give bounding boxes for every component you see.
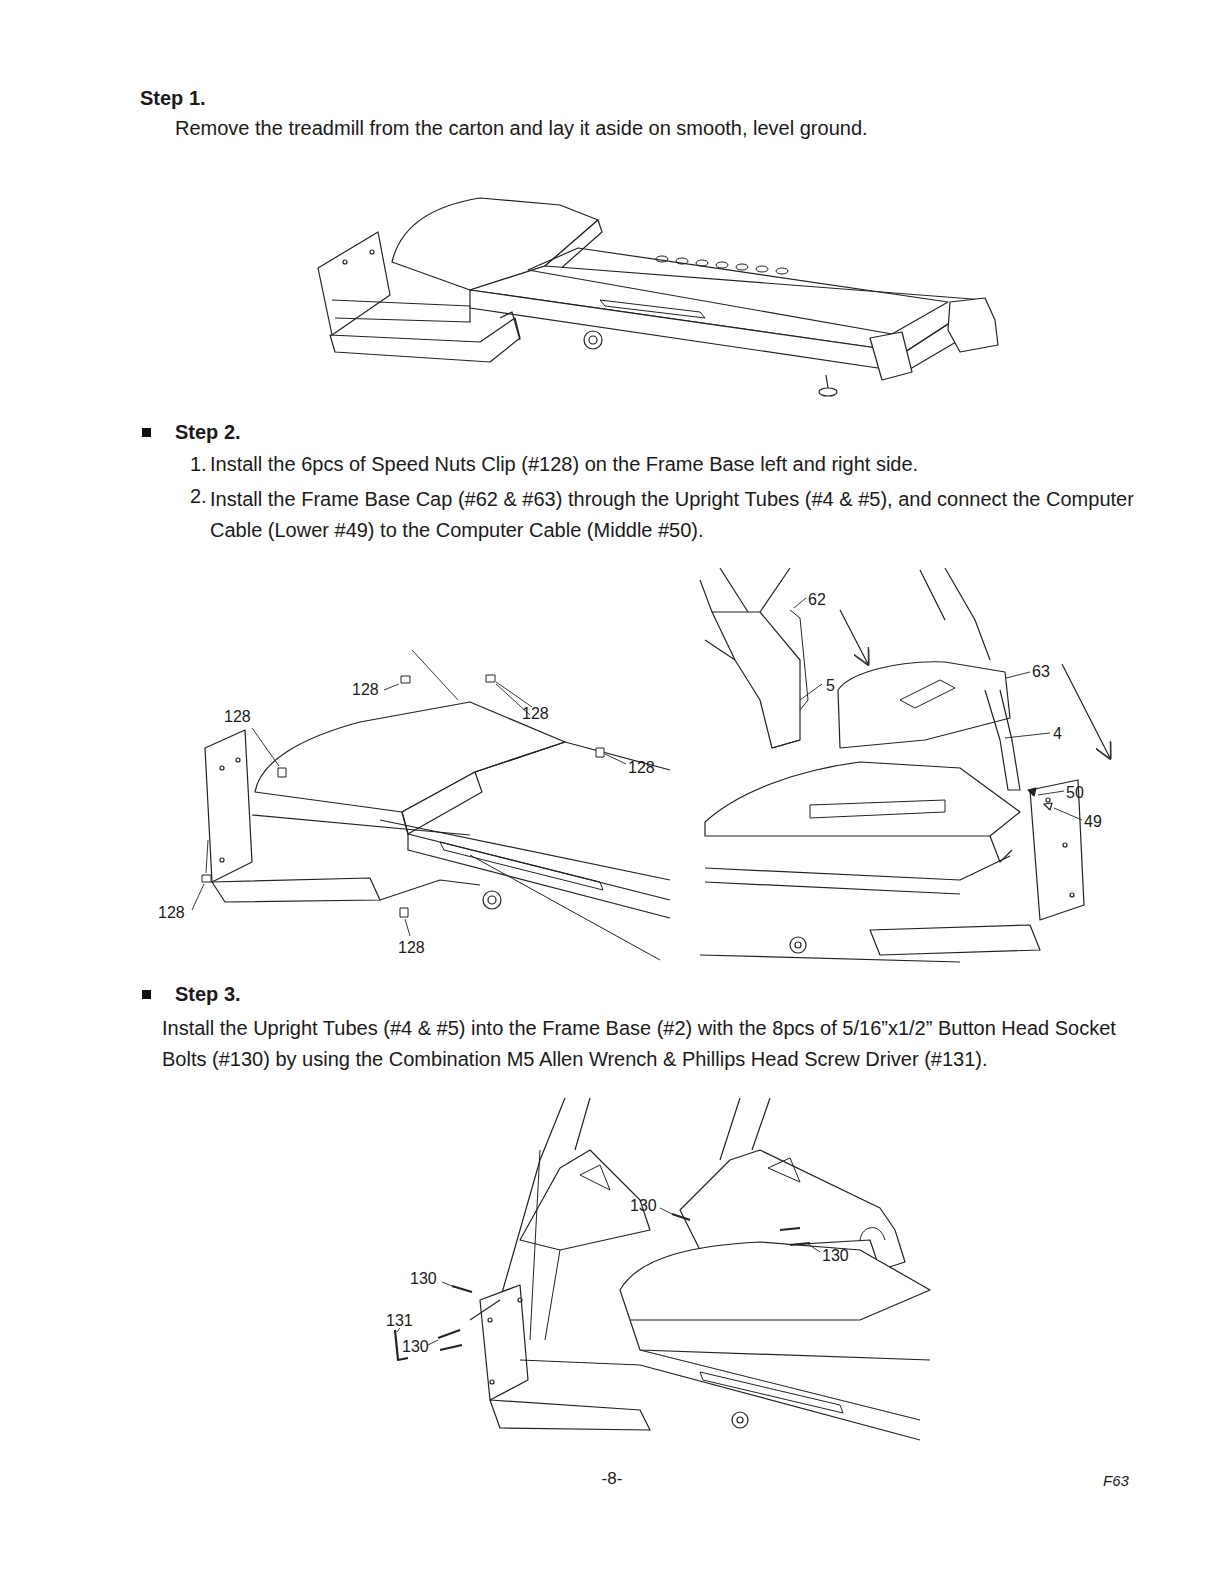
callout-number: 130 [410, 1269, 437, 1288]
callout-number: 4 [1053, 724, 1062, 743]
callout-number: 128 [628, 758, 655, 777]
callout-number: 49 [1084, 812, 1102, 831]
callout-number: 128 [158, 903, 185, 922]
instruction-text: Install the Upright Tubes (#4 & #5) into… [162, 1013, 1157, 1075]
callout-number: 131 [386, 1311, 413, 1330]
callout-number: 50 [1066, 783, 1084, 802]
list-number: 2. [190, 484, 207, 508]
step-heading: Step 1. [140, 86, 206, 110]
page-number: -8- [602, 1469, 623, 1489]
instruction-text: Install the Frame Base Cap (#62 & #63) t… [210, 484, 1155, 546]
instruction-text: Install the 6pcs of Speed Nuts Clip (#12… [210, 452, 918, 476]
callout-number: 130 [402, 1337, 429, 1356]
model-code: F63 [1103, 1472, 1129, 1490]
callout-number: 128 [352, 680, 379, 699]
callout-number: 5 [826, 676, 835, 695]
callout-number: 62 [808, 590, 826, 609]
callout-number: 63 [1032, 662, 1050, 681]
callout-number: 130 [822, 1246, 849, 1265]
callout-number: 130 [630, 1196, 657, 1215]
step-heading: Step 3. [175, 982, 241, 1006]
callout-number: 128 [224, 707, 251, 726]
step-heading: Step 2. [175, 420, 241, 444]
callout-number: 128 [522, 704, 549, 723]
callout-number: 128 [398, 938, 425, 957]
list-number: 1. [190, 452, 207, 476]
instruction-text: Remove the treadmill from the carton and… [175, 116, 868, 140]
